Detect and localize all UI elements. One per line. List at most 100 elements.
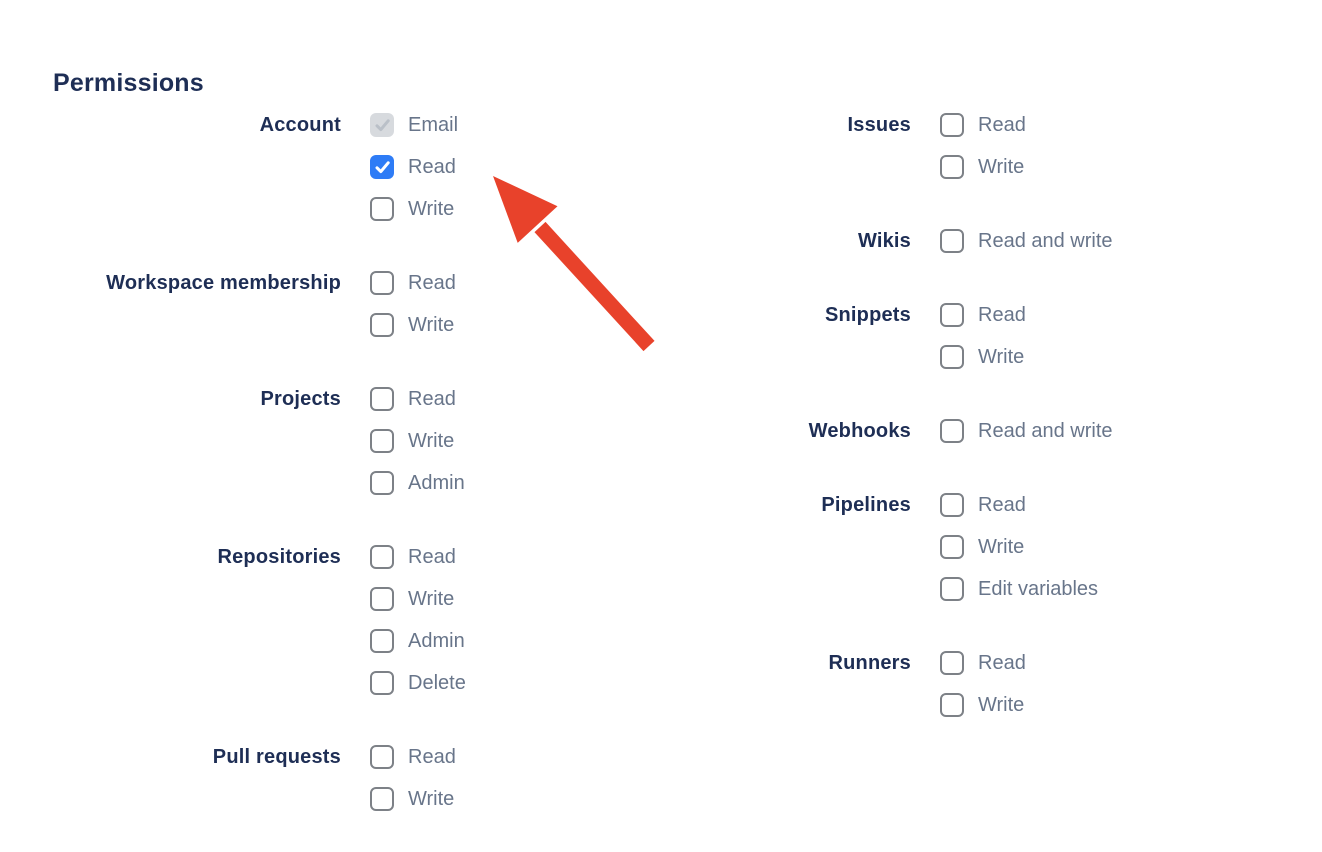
page-title: Permissions <box>53 68 204 97</box>
workspace-membership-read-checkbox[interactable] <box>370 271 394 295</box>
issues-write-checkbox[interactable] <box>940 155 964 179</box>
account-write-checkbox[interactable] <box>370 197 394 221</box>
repositories-delete-checkbox[interactable] <box>370 671 394 695</box>
repositories-delete-label[interactable]: Delete <box>408 671 466 694</box>
pipelines-read-checkbox[interactable] <box>940 493 964 517</box>
group-label-runners: Runners <box>828 652 911 674</box>
account-read-label[interactable]: Read <box>408 155 456 178</box>
option-row-account-email: Email <box>370 104 458 146</box>
option-row-projects-read: Read <box>370 378 465 420</box>
option-row-runners-read: Read <box>940 642 1026 684</box>
runners-read-label[interactable]: Read <box>978 651 1026 674</box>
issues-read-checkbox[interactable] <box>940 113 964 137</box>
pipelines-write-label[interactable]: Write <box>978 535 1025 558</box>
pipelines-read-label[interactable]: Read <box>978 493 1026 516</box>
check-icon <box>375 160 390 173</box>
group-label-snippets: Snippets <box>824 304 911 326</box>
repositories-write-checkbox[interactable] <box>370 587 394 611</box>
runners-read-checkbox[interactable] <box>940 651 964 675</box>
pull-requests-write-checkbox[interactable] <box>370 787 394 811</box>
group-label-pipelines: Pipelines <box>821 494 911 516</box>
pull-requests-read-label[interactable]: Read <box>408 745 456 768</box>
group-label-issues: Issues <box>847 114 911 136</box>
repositories-write-label[interactable]: Write <box>408 587 455 610</box>
option-row-projects-write: Write <box>370 420 465 462</box>
group-label-repositories: Repositories <box>217 546 341 568</box>
pipelines-edit-variables-label[interactable]: Edit variables <box>978 577 1099 600</box>
group-label-wikis: Wikis <box>857 230 911 252</box>
option-row-account-read: Read <box>370 146 458 188</box>
pull-requests-write-label[interactable]: Write <box>408 787 455 810</box>
webhooks-read-and-write-checkbox[interactable] <box>940 419 964 443</box>
group-label-account: Account <box>259 114 341 136</box>
repositories-admin-checkbox[interactable] <box>370 629 394 653</box>
runners-write-checkbox[interactable] <box>940 693 964 717</box>
projects-write-label[interactable]: Write <box>408 429 455 452</box>
repositories-read-label[interactable]: Read <box>408 545 456 568</box>
option-row-pull-requests-write: Write <box>370 778 456 820</box>
snippets-read-label[interactable]: Read <box>978 303 1026 326</box>
option-row-issues-write: Write <box>940 146 1026 188</box>
option-row-pipelines-write: Write <box>940 526 1098 568</box>
check-icon <box>375 118 390 131</box>
option-row-workspace-membership-write: Write <box>370 304 456 346</box>
projects-read-label[interactable]: Read <box>408 387 456 410</box>
option-row-pull-requests-read: Read <box>370 736 456 778</box>
option-row-runners-write: Write <box>940 684 1026 726</box>
option-row-issues-read: Read <box>940 104 1026 146</box>
permission-group-wikis: Wikis Read and write <box>621 220 1113 262</box>
repositories-admin-label[interactable]: Admin <box>408 629 465 652</box>
wikis-read-and-write-checkbox[interactable] <box>940 229 964 253</box>
option-row-webhooks-read-and-write: Read and write <box>940 410 1113 452</box>
account-read-checkbox[interactable] <box>370 155 394 179</box>
option-row-repositories-delete: Delete <box>370 662 466 704</box>
snippets-write-label[interactable]: Write <box>978 345 1025 368</box>
workspace-membership-write-label[interactable]: Write <box>408 313 455 336</box>
option-row-snippets-write: Write <box>940 336 1026 378</box>
webhooks-read-and-write-label[interactable]: Read and write <box>978 419 1113 442</box>
snippets-read-checkbox[interactable] <box>940 303 964 327</box>
workspace-membership-write-checkbox[interactable] <box>370 313 394 337</box>
workspace-membership-read-label[interactable]: Read <box>408 271 456 294</box>
repositories-read-checkbox[interactable] <box>370 545 394 569</box>
projects-admin-checkbox[interactable] <box>370 471 394 495</box>
projects-admin-label[interactable]: Admin <box>408 471 465 494</box>
account-email-checkbox <box>370 113 394 137</box>
group-label-webhooks: Webhooks <box>808 420 911 442</box>
permission-group-webhooks: Webhooks Read and write <box>621 410 1113 452</box>
option-row-pipelines-read: Read <box>940 484 1098 526</box>
pull-requests-read-checkbox[interactable] <box>370 745 394 769</box>
issues-write-label[interactable]: Write <box>978 155 1025 178</box>
runners-write-label[interactable]: Write <box>978 693 1025 716</box>
group-label-workspace-membership: Workspace membership <box>106 272 341 294</box>
pipelines-edit-variables-checkbox[interactable] <box>940 577 964 601</box>
account-write-label[interactable]: Write <box>408 197 455 220</box>
option-row-pipelines-edit-variables: Edit variables <box>940 568 1098 610</box>
snippets-write-checkbox[interactable] <box>940 345 964 369</box>
issues-read-label[interactable]: Read <box>978 113 1026 136</box>
option-row-repositories-admin: Admin <box>370 620 466 662</box>
option-row-account-write: Write <box>370 188 458 230</box>
projects-write-checkbox[interactable] <box>370 429 394 453</box>
option-row-workspace-membership-read: Read <box>370 262 456 304</box>
projects-read-checkbox[interactable] <box>370 387 394 411</box>
group-label-projects: Projects <box>260 388 341 410</box>
wikis-read-and-write-label[interactable]: Read and write <box>978 229 1113 252</box>
pipelines-write-checkbox[interactable] <box>940 535 964 559</box>
